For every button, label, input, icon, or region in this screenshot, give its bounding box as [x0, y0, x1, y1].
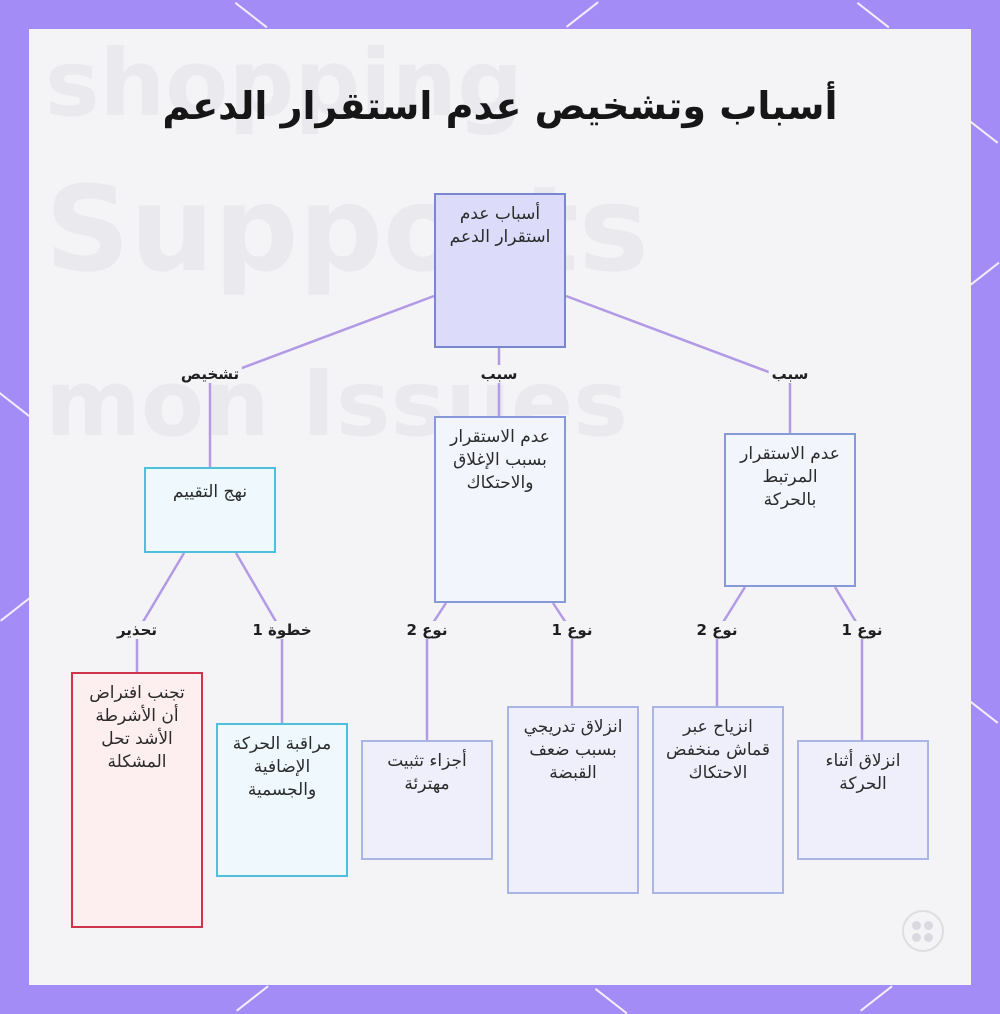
node-slip-during-motion: انزلاق أثناء الحركة	[797, 740, 929, 860]
node-worn-fasteners: أجزاء تثبيت مهترئة	[361, 740, 493, 860]
diagram-title: أسباب وتشخيص عدم استقرار الدعم	[162, 84, 838, 128]
edge-assessment-warning	[135, 552, 186, 672]
node-avoid-assumption: تجنب افتراض أن الأشرطة الأشد تحل المشكلة	[71, 672, 203, 928]
edge-label-cause-1: سبب	[477, 365, 521, 383]
edge-label-friction-type-1: نوع 1	[548, 621, 596, 639]
edge-label-diagnosis: تشخيص	[177, 365, 243, 383]
node-friction-instability: عدم الاستقرار بسبب الإغلاق والاحتكاك	[434, 416, 566, 603]
edge-root-assessment	[208, 294, 435, 467]
edge-motion-slip	[833, 586, 864, 740]
node-root: أسباب عدم استقرار الدعم	[434, 193, 566, 348]
edge-friction-slip	[551, 602, 574, 706]
edge-label-warning: تحذير	[113, 621, 161, 639]
edge-label-motion-type-2: نوع 2	[693, 621, 741, 639]
node-motion-instability-label: عدم الاستقرار المرتبط بالحركة	[740, 444, 840, 510]
node-monitor-movement-label: مراقبة الحركة الإضافية والجسمية	[232, 734, 332, 800]
node-slip-during-motion-label: انزلاق أثناء الحركة	[825, 751, 901, 794]
node-low-friction-fabric: انزياح عبر قماش منخفض الاحتكاك	[652, 706, 784, 894]
node-friction-instability-label: عدم الاستقرار بسبب الإغلاق والاحتكاك	[450, 427, 550, 493]
node-monitor-movement: مراقبة الحركة الإضافية والجسمية	[216, 723, 348, 877]
node-gradual-slip: انزلاق تدريجي بسبب ضعف القبضة	[507, 706, 639, 894]
node-worn-fasteners-label: أجزاء تثبيت مهترئة	[387, 751, 467, 794]
node-root-label: أسباب عدم استقرار الدعم	[449, 204, 551, 247]
edge-label-cause-2: سبب	[768, 365, 812, 383]
node-assessment-label: نهج التقييم	[172, 482, 248, 502]
edge-label-friction-type-2: نوع 2	[403, 621, 451, 639]
edge-label-step-1: خطوة 1	[249, 621, 315, 639]
edge-label-motion-type-1: نوع 1	[838, 621, 886, 639]
node-motion-instability: عدم الاستقرار المرتبط بالحركة	[724, 433, 856, 587]
node-avoid-assumption-label: تجنب افتراض أن الأشرطة الأشد تحل المشكلة	[89, 683, 185, 772]
edge-motion-fabric	[715, 586, 747, 706]
node-gradual-slip-label: انزلاق تدريجي بسبب ضعف القبضة	[523, 717, 623, 783]
node-low-friction-fabric-label: انزياح عبر قماش منخفض الاحتكاك	[666, 717, 770, 783]
node-assessment: نهج التقييم	[144, 467, 276, 553]
edge-root-motion	[565, 294, 792, 433]
logo-circle-icon	[902, 910, 944, 952]
